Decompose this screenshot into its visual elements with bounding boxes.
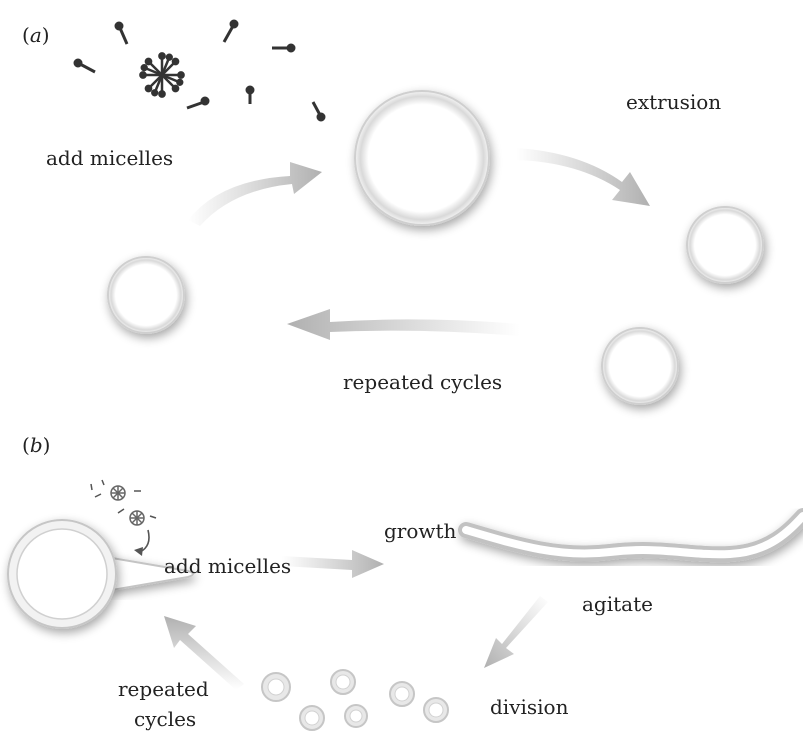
- label-division: division: [490, 695, 569, 719]
- arrow-extrusion: [516, 148, 650, 206]
- vesicle-with-tail-inner: [17, 529, 107, 619]
- lipid-icon: [247, 87, 253, 104]
- vesicle-small-left: [108, 257, 184, 333]
- label-repeated-line2: cycles: [134, 707, 196, 731]
- micelle-icon: [130, 511, 144, 525]
- label-repeated-line1: repeated: [118, 677, 209, 701]
- label-agitate: agitate: [582, 592, 653, 616]
- panel-a-tag: (a): [22, 23, 50, 47]
- daughter-vesicles: [262, 670, 448, 730]
- lipid-icon: [272, 45, 294, 51]
- panel-b: (b) add micelles gr: [8, 433, 803, 731]
- lipid-icon: [116, 23, 127, 44]
- daughter-vesicle: [262, 673, 290, 701]
- micelle-icon: [111, 486, 125, 500]
- arrow-add-micelles: [188, 162, 322, 226]
- arrow-agitate: [484, 596, 548, 668]
- vesicle-large: [355, 91, 489, 225]
- arrow-repeated-cycles-a: [287, 309, 520, 340]
- vesicle-small-right-bottom: [602, 328, 678, 404]
- label-growth: growth: [384, 519, 457, 543]
- daughter-vesicle: [331, 670, 355, 694]
- micelle-icon: [140, 53, 183, 96]
- label-add-micelles-b: add micelles: [164, 554, 291, 578]
- label-add-micelles-a: add micelles: [46, 146, 173, 170]
- free-lipids-b: [91, 480, 156, 518]
- daughter-vesicle: [424, 698, 448, 722]
- label-extrusion: extrusion: [626, 90, 721, 114]
- arrow-growth: [282, 550, 384, 578]
- panel-a: (a) add micelles extrusion: [22, 21, 763, 404]
- daughter-vesicle: [390, 682, 414, 706]
- daughter-vesicle: [300, 706, 324, 730]
- panel-b-tag: (b): [22, 433, 50, 457]
- daughter-vesicle: [345, 705, 367, 727]
- lipid-icon: [187, 98, 208, 108]
- vesicle-small-right-top: [687, 207, 763, 283]
- free-lipids: [75, 21, 324, 120]
- label-repeated-cycles-a: repeated cycles: [343, 370, 502, 394]
- lipid-icon: [313, 102, 324, 120]
- curved-arrow-head: [134, 547, 143, 556]
- lipid-icon: [75, 60, 95, 72]
- lipid-icon: [224, 21, 237, 42]
